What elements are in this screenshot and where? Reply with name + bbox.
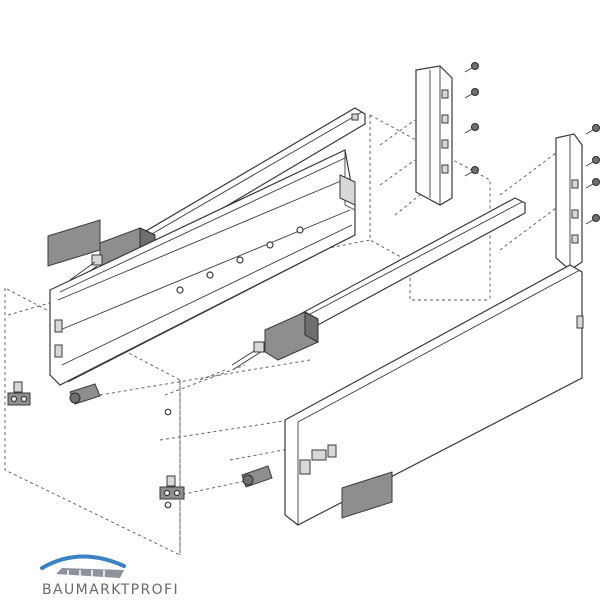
screw-icon (585, 214, 600, 225)
right-side-panel (284, 264, 584, 526)
left-side-panel (49, 149, 356, 386)
front-bracket-icon (7, 381, 31, 406)
rear-bracket-right (555, 133, 583, 271)
screws-rear-right (585, 124, 600, 225)
right-motion-unit (231, 311, 319, 370)
screws-rear-left (464, 62, 479, 177)
front-fixing-plates (47, 219, 393, 519)
connector-icon (69, 383, 101, 405)
front-bracket-icon (159, 475, 185, 500)
screw-icon (464, 88, 479, 99)
rear-bracket-left (415, 65, 453, 206)
screw-icon (464, 62, 479, 73)
roof-logo-icon (40, 554, 126, 578)
front-brackets-left (7, 381, 273, 500)
screw-icon (585, 178, 600, 189)
connector-icon (241, 465, 273, 488)
brand-logo: BAUMARKTPROFI (40, 548, 178, 598)
screw-icon (464, 166, 479, 177)
screw-icon (585, 124, 600, 135)
fitting-marks (164, 408, 172, 509)
brand-name: BAUMARKTPROFI (42, 582, 180, 598)
screw-icon (464, 123, 479, 134)
screw-icon (585, 156, 600, 167)
